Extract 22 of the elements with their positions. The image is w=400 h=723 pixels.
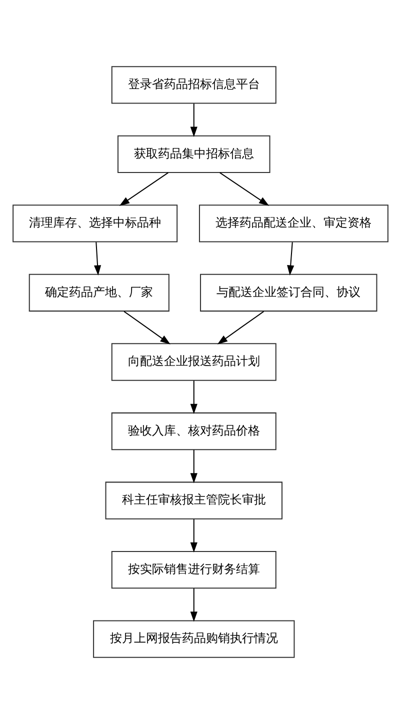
node-box: 按月上网报告药品购销执行情况 bbox=[92, 620, 294, 658]
node-box: 验收入库、核对药品价格 bbox=[110, 412, 276, 450]
node-box: 清理库存、选择中标品种 bbox=[12, 204, 178, 242]
arrow bbox=[118, 172, 168, 206]
arrow bbox=[190, 449, 197, 483]
node-box: 获取药品集中招标信息 bbox=[116, 134, 270, 173]
arrow bbox=[190, 518, 197, 552]
arrow bbox=[286, 242, 294, 275]
arrow bbox=[190, 588, 197, 622]
arrow bbox=[123, 310, 170, 344]
node-box: 科主任审核报主管院长审批 bbox=[104, 481, 282, 519]
arrow bbox=[219, 172, 269, 206]
arrow bbox=[190, 103, 197, 136]
arrow bbox=[216, 310, 264, 344]
node-box: 登录省药品招标信息平台 bbox=[110, 66, 276, 104]
arrow bbox=[93, 242, 101, 275]
arrow bbox=[190, 380, 197, 414]
node-box: 确定药品产地、厂家 bbox=[28, 273, 169, 312]
node-box: 向配送企业报送药品计划 bbox=[110, 342, 276, 380]
node-box: 按实际销售进行财务结算 bbox=[110, 550, 276, 588]
node-box: 与配送企业签订合同、协议 bbox=[200, 273, 377, 312]
node-box: 选择药品配送企业、审定资格 bbox=[198, 204, 388, 242]
